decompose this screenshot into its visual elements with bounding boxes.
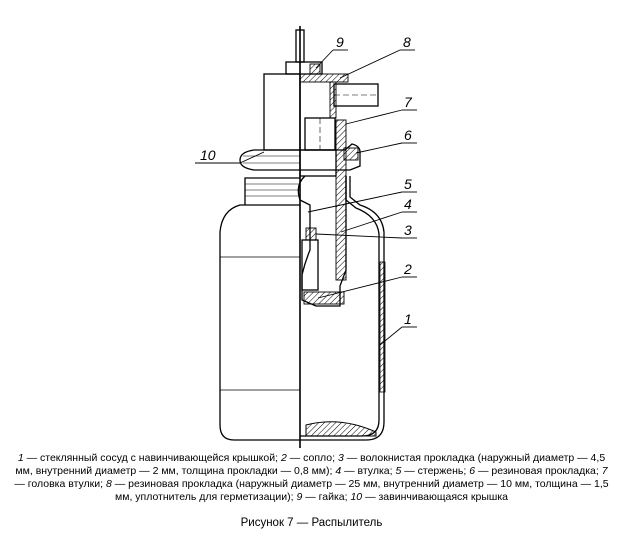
legend-item-6: 6 — резиновая прокладка; (469, 465, 602, 477)
legend-item-4: 4 — втулка; (335, 465, 396, 477)
callout-6: 6 (404, 127, 412, 143)
callout-9: 9 (336, 34, 344, 50)
legend-item-10: 10 — завинчивающаяся крышка (350, 491, 508, 503)
sprayer-head (263, 29, 379, 151)
callout-8: 8 (403, 34, 411, 50)
legend-item-3: 3 — волокнистая прокладка (наружный диам… (15, 452, 606, 477)
callout-10: 10 (200, 147, 216, 163)
legend-item-2: 2 — сопло; (280, 452, 338, 464)
bottle-exterior-left (219, 177, 300, 441)
callout-1: 1 (404, 311, 412, 327)
callout-3: 3 (404, 222, 412, 238)
callout-5: 5 (404, 176, 412, 192)
figure-caption: Рисунок 7 — Распылитель (240, 517, 383, 529)
leaders (195, 49, 417, 346)
legend-item-1: 1 — стеклянный сосуд с навинчивающейся к… (17, 452, 281, 464)
atomizer-drawing: 9 8 7 6 10 5 4 3 2 1 (195, 26, 417, 448)
inner-tube-assembly (297, 119, 347, 307)
figure-legend: 1 — стеклянный сосуд с навинчивающейся к… (10, 452, 613, 504)
legend-item-7: 7 — головка втулки; (14, 465, 608, 490)
bottle-section-right (300, 176, 386, 441)
legend-item-9: 9 — гайка; (296, 491, 351, 503)
callout-2: 2 (403, 261, 412, 277)
callout-4: 4 (404, 196, 412, 212)
legend-item-5: 5 — стержень; (395, 465, 470, 477)
legend-item-8: 8 — резиновая прокладка (наружный диамет… (105, 478, 609, 503)
screw-cap (239, 143, 361, 171)
callout-7: 7 (404, 94, 413, 110)
